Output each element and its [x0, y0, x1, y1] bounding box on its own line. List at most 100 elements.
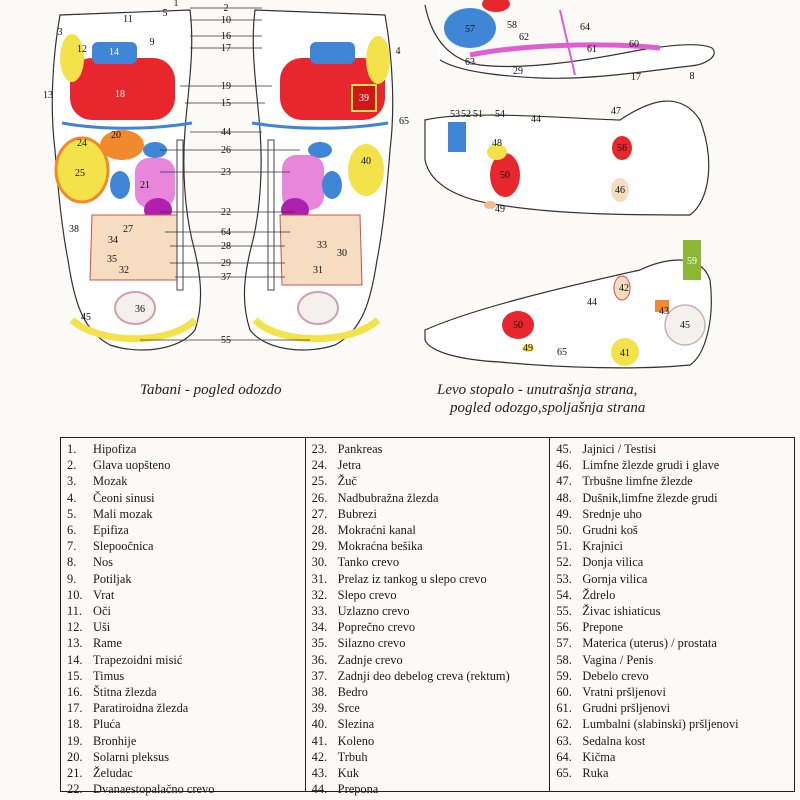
foot-mid-chest-zone: [490, 153, 520, 197]
legend-row: 2.Glava uopšteno: [67, 457, 305, 473]
legend-number: 63.: [556, 733, 572, 748]
foot-side-view-bottom: [424, 240, 712, 369]
legend-number: 12.: [67, 620, 83, 635]
legend-number: 41.: [311, 733, 328, 748]
foot-label: 17: [631, 72, 641, 83]
legend-label: Potiljak: [93, 571, 132, 586]
legend-number: 43.: [311, 766, 328, 781]
region-label: 39: [359, 93, 369, 104]
legend-number: 10.: [67, 587, 83, 602]
legend-row: 65.Ruka: [556, 765, 794, 781]
left-shoulder-zone: [60, 34, 84, 82]
legend-row: 17.Paratiroidna žlezda: [67, 700, 305, 716]
legend-label: Mokraćna bešika: [337, 539, 423, 554]
callout-label: 44: [221, 127, 231, 138]
legend-label: Zadnji deo debelog creva (rektum): [337, 668, 510, 683]
region-label: 31: [313, 265, 323, 276]
legend-number: 18.: [67, 717, 83, 732]
region-label: 24: [77, 138, 87, 149]
foot-bottom-orange-zone: [655, 300, 669, 312]
foot-bottom-colon-zone: [683, 240, 701, 280]
right-diaphragm-line: [251, 121, 389, 130]
legend-number: 42.: [311, 749, 328, 764]
region-label: 1: [174, 0, 179, 9]
right-shoulder-zone: [366, 36, 390, 84]
foot-label: 62: [519, 32, 529, 43]
legend-label: Bronhije: [93, 733, 137, 748]
caption-foot-line2: pogled odozgo,spoljašnja strana: [450, 400, 646, 416]
legend-number: 34.: [311, 620, 328, 635]
region-label: 14: [109, 47, 119, 58]
legend-number: 48.: [556, 490, 572, 505]
legend-row: 33.Uzlazno crevo: [312, 603, 550, 619]
left-spine-line: [176, 139, 184, 291]
legend-label: Štitna žlezda: [93, 685, 157, 700]
legend-row: 20.Solarni pleksus: [67, 749, 305, 765]
foot-top-heel-band: [559, 9, 576, 76]
legend-label: Slepoočnica: [93, 539, 154, 554]
foot-label: 48: [492, 138, 502, 149]
region-label: 5: [163, 8, 168, 19]
legend-row: 3.Mozak: [67, 473, 305, 489]
legend-row: 16. Štitna žlezda: [67, 684, 305, 700]
left-stomach-zone: [135, 158, 175, 208]
legend-number: 60.: [556, 685, 572, 700]
legend-row: 54.Ždrelo: [556, 587, 794, 603]
legend-label: Živac ishiaticus: [582, 604, 661, 619]
legend-row: 8.Nos: [67, 554, 305, 570]
left-diaphragm-line: [61, 121, 193, 130]
callout-label: 15: [221, 98, 231, 109]
legend-row: 1.Hipofiza: [67, 441, 305, 457]
foot-top-uterus-zone: [444, 8, 496, 48]
legend-label: Epifiza: [93, 523, 129, 538]
legend-row: 31.Prelaz iz tankog u slepo crevo: [312, 571, 550, 587]
legend-row: 22.Dvanaestopalačno crevo: [67, 781, 305, 797]
right-heel-band: [252, 317, 381, 343]
legend-label: Uzlazno crevo: [337, 604, 410, 619]
legend-row: 11.Oči: [67, 603, 305, 619]
foot-label: 58: [507, 20, 517, 31]
legend-number: 7.: [67, 539, 77, 554]
legend-row: 4.Čeoni sinusi: [67, 490, 305, 506]
legend-label: Uši: [93, 620, 111, 635]
center-callout-lines: [140, 7, 310, 341]
legend-label: Slezina: [337, 717, 375, 732]
legend-row: 55.Živac ishiaticus: [556, 603, 794, 619]
legend-row: 26.Nadbubražna žlezda: [312, 490, 550, 506]
legend-row: 51.Krajnici: [556, 538, 794, 554]
region-label: 9: [150, 37, 155, 48]
legend-row: 5.Mali mozak: [67, 506, 305, 522]
legend-number: 56.: [556, 620, 572, 635]
legend-label: Paratiroidna žlezda: [93, 701, 189, 716]
legend-number: 5.: [67, 506, 77, 521]
region-label: 65: [399, 116, 409, 127]
legend-row: 24.Jetra: [312, 457, 550, 473]
legend-label: Silazno crevo: [337, 636, 406, 651]
legend-number: 25.: [311, 474, 328, 489]
legend-label: Nadbubražna žlezda: [337, 490, 439, 505]
legend-number: 16.: [67, 685, 83, 700]
legend-row: 15.Timus: [67, 668, 305, 684]
foot-label: 51: [473, 109, 483, 120]
legend-label: Limfne žlezde grudi i glave: [582, 458, 720, 473]
right-adrenal-zone: [308, 142, 332, 158]
foot-mid-peach-zone: [484, 201, 496, 209]
left-liver-zone: [54, 136, 110, 204]
legend-number: 38.: [311, 685, 328, 700]
legend-number: 64.: [556, 749, 572, 764]
legend-label: Timus: [93, 668, 125, 683]
region-label: 36: [135, 304, 145, 315]
legend-label: Trbušne limfne žlezde: [582, 474, 693, 489]
callout-label: 26: [221, 145, 231, 156]
left-solar-zone: [100, 130, 144, 160]
legend-number: 14.: [67, 652, 83, 667]
legend-number: 29.: [311, 539, 328, 554]
left-kidney-zone: [110, 171, 130, 199]
foot-label: 64: [580, 22, 590, 33]
foot-top-red-zone: [482, 0, 510, 12]
region-label: 21: [140, 180, 150, 191]
legend-row: 49.Srednje uho: [556, 506, 794, 522]
legend-label: Debelo crevo: [582, 668, 649, 683]
foot-label: 60: [629, 39, 639, 50]
